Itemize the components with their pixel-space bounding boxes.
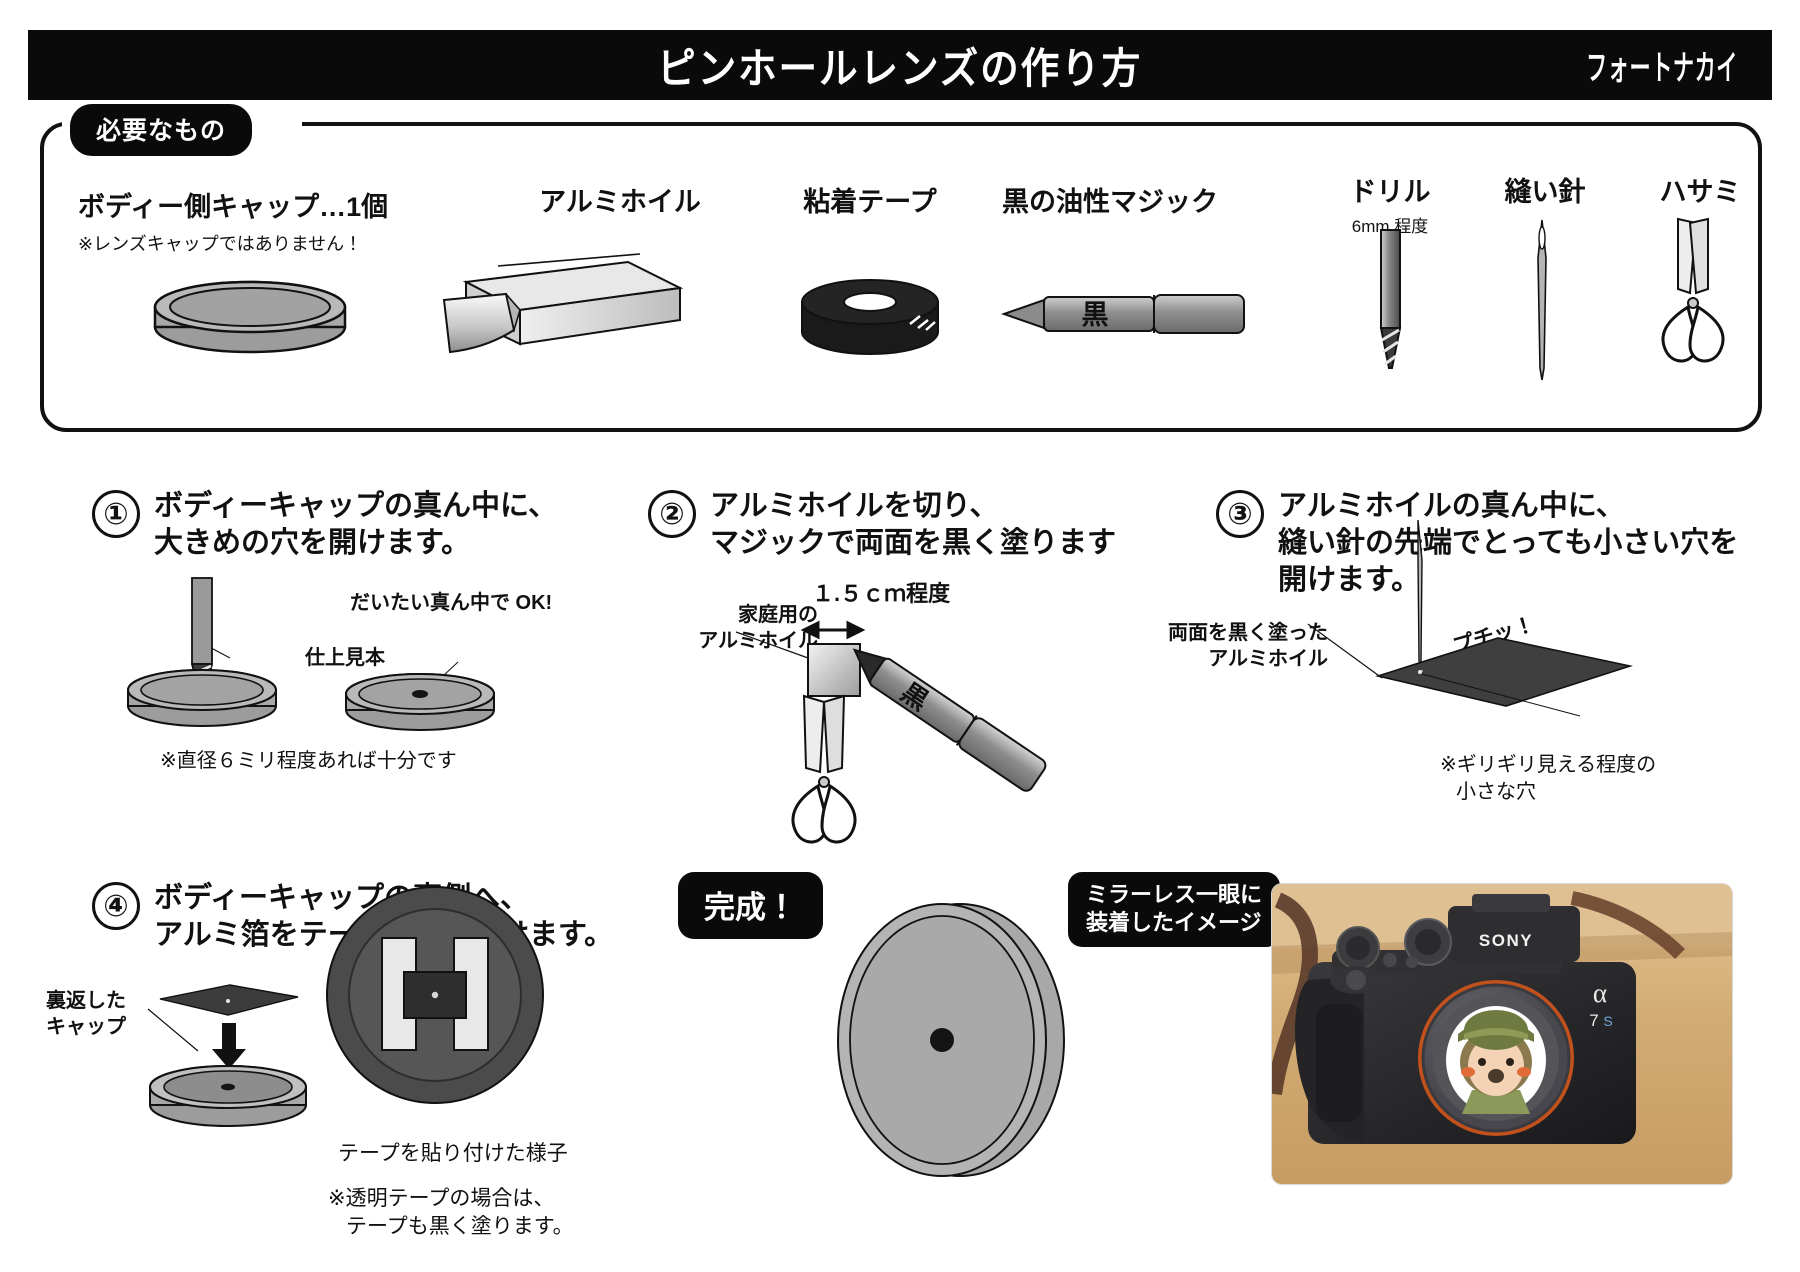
svg-text:α: α xyxy=(1593,978,1607,1008)
annotation-household-foil: 家庭用の アルミホイル xyxy=(648,602,818,654)
body-cap-icon xyxy=(153,280,347,354)
step-text-line1: ボディーキャップの真ん中に、 xyxy=(154,490,558,522)
camera-photo: SONY α 7 S xyxy=(1272,884,1732,1184)
page-title: ピンホールレンズの作り方 xyxy=(657,44,1143,92)
material-tape: 粘着テープ xyxy=(760,180,980,219)
annotation-line2: アルミホイル xyxy=(698,630,818,652)
step-number: ③ xyxy=(1216,490,1264,538)
aluminum-foil-box-icon xyxy=(442,253,684,354)
svg-text:S: S xyxy=(1603,1013,1612,1029)
step-3: ③ アルミホイルの真ん中に、 縫い針の先端でとっても小さい穴を 開けます。 xyxy=(1216,488,1776,599)
step4-attach-foil-illustration xyxy=(147,984,307,1127)
step1-note: ※直径６ミリ程度あれば十分です xyxy=(160,750,457,772)
material-body-cap: ボディー側キャップ…1個 ※レンズキャップではありません！ xyxy=(78,185,388,256)
annotation-line1: 両面を黒く塗った xyxy=(1168,622,1328,644)
camera-photo-illustration: SONY α 7 S xyxy=(1272,884,1732,1184)
drill-bit-icon xyxy=(1379,229,1402,369)
tape-roll-icon xyxy=(801,279,939,355)
material-sublabel: ※レンズキャップではありません！ xyxy=(78,234,363,254)
step2-foil-cut-illustration: 黒 xyxy=(735,620,1047,792)
step-text-line2: マジックで両面を黒く塗ります xyxy=(710,527,1117,560)
annotation-blackened-foil: 両面を黒く塗った アルミホイル xyxy=(1128,620,1328,672)
step-text-line1: アルミホイルを切り、 xyxy=(710,490,999,522)
step4-note: ※透明テープの場合は、 テープも黒く塗ります。 xyxy=(328,1185,574,1242)
material-label: ドリル xyxy=(1349,177,1431,207)
step3-needle-piercing-foil-illustration xyxy=(1307,519,1634,717)
sewing-needle-icon xyxy=(1537,219,1547,381)
annotation-center-ok: だいたい真ん中で OK! xyxy=(350,592,553,614)
step2-scissors-illustration xyxy=(791,694,857,844)
svg-text:黒: 黒 xyxy=(1082,300,1109,330)
annotation-line2: キャップ xyxy=(46,1016,126,1038)
material-label: 縫い針 xyxy=(1504,177,1586,207)
step4-tape-caption: テープを貼り付けた様子 xyxy=(338,1142,568,1165)
caption-line1: ミラーレス一眼に xyxy=(1086,882,1263,907)
material-label: ハサミ xyxy=(1659,177,1741,207)
brand-logo: フォートナカイ xyxy=(1586,49,1738,88)
step-2: ② アルミホイルを切り、 マジックで両面を黒く塗ります xyxy=(648,488,1168,562)
svg-text:7: 7 xyxy=(1589,1011,1598,1030)
annotation-flipped-cap: 裏返した キャップ xyxy=(46,988,126,1040)
step-number: ① xyxy=(92,490,140,538)
step-text: アルミホイルを切り、 マジックで両面を黒く塗ります xyxy=(710,488,1116,562)
step4-note-line2: テープも黒く塗ります。 xyxy=(346,1215,574,1239)
material-label: アルミホイル xyxy=(539,187,701,217)
finished-pinhole-cap-illustration xyxy=(837,903,1065,1177)
material-black-marker: 黒の油性マジック xyxy=(960,180,1260,219)
material-sublabel: 6mm 程度 xyxy=(1351,217,1429,236)
svg-text:SONY: SONY xyxy=(1479,931,1533,950)
material-label: ボディー側キャップ…1個 xyxy=(78,192,389,222)
material-scissors: ハサミ xyxy=(1620,170,1780,209)
black-marker-icon: 黒 xyxy=(1000,294,1245,334)
step-1: ① ボディーキャップの真ん中に、 大きめの穴を開けます。 xyxy=(92,488,612,562)
scissors-icon xyxy=(1661,217,1725,363)
completion-badge: 完成！ xyxy=(678,872,823,939)
step-number: ② xyxy=(648,490,696,538)
material-needle: 縫い針 xyxy=(1460,170,1630,209)
step3-note-line2: 小さな穴 xyxy=(1456,781,1536,803)
caption-line2: 装着したイメージ xyxy=(1086,909,1262,935)
material-aluminum-foil: アルミホイル xyxy=(490,180,750,219)
page-header: ピンホールレンズの作り方 フォートナカイ xyxy=(28,30,1772,100)
step1-finished-cap-illustration xyxy=(345,661,495,731)
step-text-line3: 開けます。 xyxy=(1278,564,1421,597)
step3-note: ※ギリギリ見える程度の 小さな穴 xyxy=(1440,752,1656,806)
step-text-line2: 大きめの穴を開けます。 xyxy=(154,527,471,560)
step4-tape-detail-illustration xyxy=(326,886,544,1104)
camera-image-caption-badge: ミラーレス一眼に 装着したイメージ xyxy=(1068,872,1281,947)
step4-note-line1: ※透明テープの場合は、 xyxy=(328,1187,555,1210)
step-number: ④ xyxy=(92,882,140,930)
step1-drill-into-cap-illustration xyxy=(127,577,277,727)
annotation-line1: 裏返した xyxy=(46,990,126,1012)
step-text: ボディーキャップの真ん中に、 大きめの穴を開けます。 xyxy=(154,488,557,562)
annotation-dimension-15cm: １.５ｃｍ程度 xyxy=(812,581,951,606)
materials-panel xyxy=(40,122,1762,432)
annotation-finished-sample: 仕上見本 xyxy=(305,647,385,669)
step-text-line1: アルミホイルの真ん中に、 xyxy=(1278,490,1625,522)
material-drill: ドリル 6mm 程度 xyxy=(1300,170,1480,237)
material-label: 粘着テープ xyxy=(803,187,937,217)
step3-note-line1: ※ギリギリ見える程度の xyxy=(1440,754,1657,776)
materials-badge: 必要なもの xyxy=(70,104,253,156)
annotation-line1: 家庭用の xyxy=(738,604,818,626)
material-label: 黒の油性マジック xyxy=(1002,187,1218,217)
annotation-line2: アルミホイル xyxy=(1208,648,1328,670)
step-text: アルミホイルの真ん中に、 縫い針の先端でとっても小さい穴を 開けます。 xyxy=(1278,488,1738,599)
step-text-line2: 縫い針の先端でとっても小さい穴を xyxy=(1278,527,1739,560)
